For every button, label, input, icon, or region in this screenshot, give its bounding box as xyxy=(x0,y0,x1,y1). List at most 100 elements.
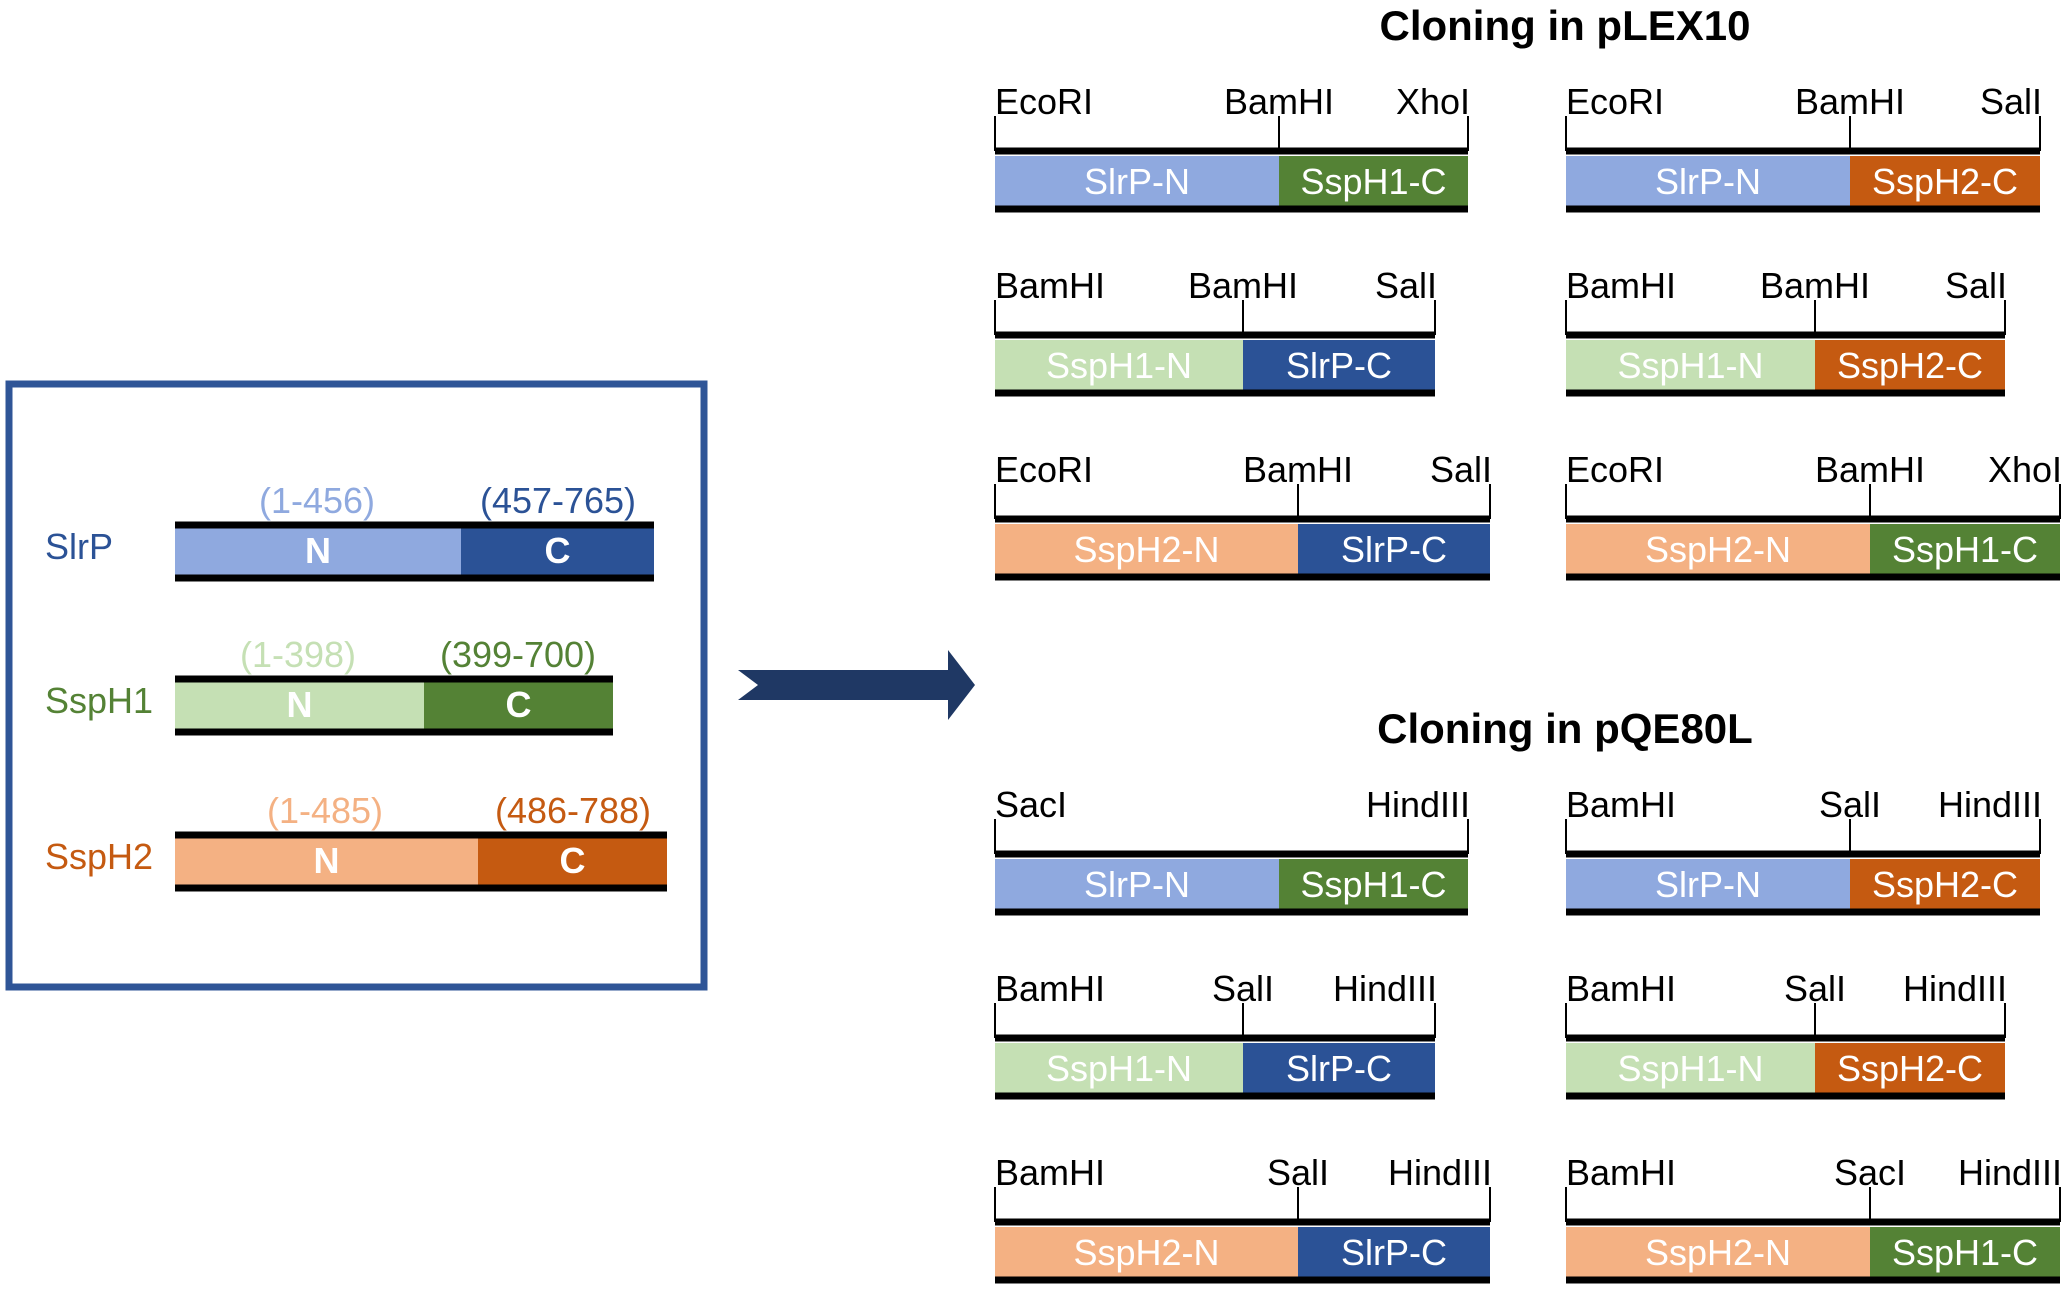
restriction-site-label: BamHI xyxy=(995,265,1105,306)
c-fragment-label: SspH2-C xyxy=(1837,1048,1983,1089)
n-fragment-label: SlrP-N xyxy=(1655,161,1761,202)
restriction-site-label: BamHI xyxy=(1566,968,1676,1009)
n-fragment-label: SspH1-N xyxy=(1617,1048,1763,1089)
n-fragment-label: SspH1-N xyxy=(1046,1048,1192,1089)
c-fragment-bar xyxy=(1850,859,2040,909)
constructs-panel: EcoRI BamHI XhoI SlrP-N SspH1-C EcoRI BamHI Sal… xyxy=(994,81,2062,1284)
construct: BamHI BamHI SalI SspH1-N SlrP-C xyxy=(994,265,1437,397)
n-fragment-bar xyxy=(995,340,1243,390)
protein-name: SspH1 xyxy=(45,680,153,721)
section-pqe80l: SacI HindIII SlrP-N SspH1-C BamHI SalI HindIII… xyxy=(994,784,2062,1284)
section-title-plex10: Cloning in pLEX10 xyxy=(1379,2,1750,49)
c-fragment-label: SspH2-C xyxy=(1872,864,2018,905)
n-fragment-label: SlrP-N xyxy=(1655,864,1761,905)
restriction-site-label: EcoRI xyxy=(1566,449,1664,490)
restriction-site-label: SalI xyxy=(1212,968,1274,1009)
c-fragment-label: SlrP-C xyxy=(1286,1048,1392,1089)
c-fragment-bar xyxy=(1815,340,2005,390)
n-range-label: (1-398) xyxy=(240,634,356,675)
restriction-site-label: BamHI xyxy=(995,1152,1105,1193)
c-fragment-bar xyxy=(1298,524,1490,574)
restriction-site-label: BamHI xyxy=(1224,81,1334,122)
n-fragment-bar xyxy=(995,1043,1243,1093)
n-domain-label: N xyxy=(287,684,313,725)
c-fragment-label: SlrP-C xyxy=(1286,345,1392,386)
restriction-site-label: SalI xyxy=(1819,784,1881,825)
restriction-site-label: SalI xyxy=(1430,449,1492,490)
domains-panel-border xyxy=(5,380,708,991)
restriction-site-label: SacI xyxy=(995,784,1067,825)
n-fragment-label: SlrP-N xyxy=(1084,161,1190,202)
n-domain-label: N xyxy=(314,840,340,881)
construct: BamHI SalI HindIII SlrP-N SspH2-C xyxy=(1565,784,2042,916)
c-range-label: (399-700) xyxy=(440,634,596,675)
c-fragment-bar xyxy=(1870,524,2060,574)
restriction-site-label: HindIII xyxy=(1958,1152,2062,1193)
n-range-label: (1-485) xyxy=(267,790,383,831)
restriction-site-label: SacI xyxy=(1834,1152,1906,1193)
n-fragment-bar xyxy=(1566,340,1815,390)
protein-domain-ssph1: SspH1 (1-398) (399-700) N C xyxy=(45,634,613,736)
c-fragment-label: SspH1-C xyxy=(1300,161,1446,202)
c-fragment-bar xyxy=(1298,1227,1490,1277)
restriction-site-label: HindIII xyxy=(1938,784,2042,825)
n-fragment-label: SspH1-N xyxy=(1046,345,1192,386)
c-fragment-bar xyxy=(1815,1043,2005,1093)
n-fragment-bar xyxy=(1566,1043,1815,1093)
protein-name: SlrP xyxy=(45,526,113,567)
n-domain-label: N xyxy=(305,530,331,571)
n-fragment-bar xyxy=(1566,1227,1870,1277)
right-arrow-icon xyxy=(738,650,975,720)
c-domain-label: C xyxy=(545,530,571,571)
c-fragment-bar xyxy=(1850,156,2040,206)
n-domain-bar xyxy=(175,835,478,885)
n-fragment-bar xyxy=(995,524,1298,574)
c-fragment-label: SspH1-C xyxy=(1300,864,1446,905)
restriction-site-label: SalI xyxy=(1980,81,2042,122)
n-fragment-label: SspH2-N xyxy=(1073,1232,1219,1273)
restriction-site-label: BamHI xyxy=(1795,81,1905,122)
n-fragment-bar xyxy=(995,859,1279,909)
n-fragment-bar xyxy=(1566,524,1870,574)
c-fragment-label: SlrP-C xyxy=(1341,529,1447,570)
c-fragment-label: SlrP-C xyxy=(1341,1232,1447,1273)
restriction-site-label: EcoRI xyxy=(995,81,1093,122)
n-fragment-bar xyxy=(995,1227,1298,1277)
section-title-pqe80l: Cloning in pQE80L xyxy=(1377,705,1753,752)
c-fragment-bar xyxy=(1279,859,1468,909)
restriction-site-label: BamHI xyxy=(1566,1152,1676,1193)
construct: SacI HindIII SlrP-N SspH1-C xyxy=(994,784,1470,916)
n-fragment-bar xyxy=(1566,859,1850,909)
restriction-site-label: HindIII xyxy=(1903,968,2007,1009)
n-fragment-label: SspH2-N xyxy=(1645,529,1791,570)
c-fragment-bar xyxy=(1243,1043,1435,1093)
restriction-site-label: BamHI xyxy=(1760,265,1870,306)
restriction-site-label: SalI xyxy=(1945,265,2007,306)
restriction-site-label: SalI xyxy=(1267,1152,1329,1193)
c-domain-label: C xyxy=(506,684,532,725)
c-domain-label: C xyxy=(560,840,586,881)
restriction-site-label: XhoI xyxy=(1988,449,2062,490)
protein-name: SspH2 xyxy=(45,836,153,877)
n-fragment-label: SlrP-N xyxy=(1084,864,1190,905)
n-domain-bar xyxy=(175,525,461,575)
c-fragment-bar xyxy=(1243,340,1435,390)
restriction-site-label: BamHI xyxy=(1566,784,1676,825)
restriction-site-label: BamHI xyxy=(1188,265,1298,306)
restriction-site-label: SalI xyxy=(1375,265,1437,306)
restriction-site-label: BamHI xyxy=(1243,449,1353,490)
restriction-site-label: HindIII xyxy=(1366,784,1470,825)
n-domain-bar xyxy=(175,679,424,729)
n-fragment-label: SspH2-N xyxy=(1645,1232,1791,1273)
restriction-site-label: BamHI xyxy=(1566,265,1676,306)
c-fragment-label: SspH1-C xyxy=(1892,529,2038,570)
